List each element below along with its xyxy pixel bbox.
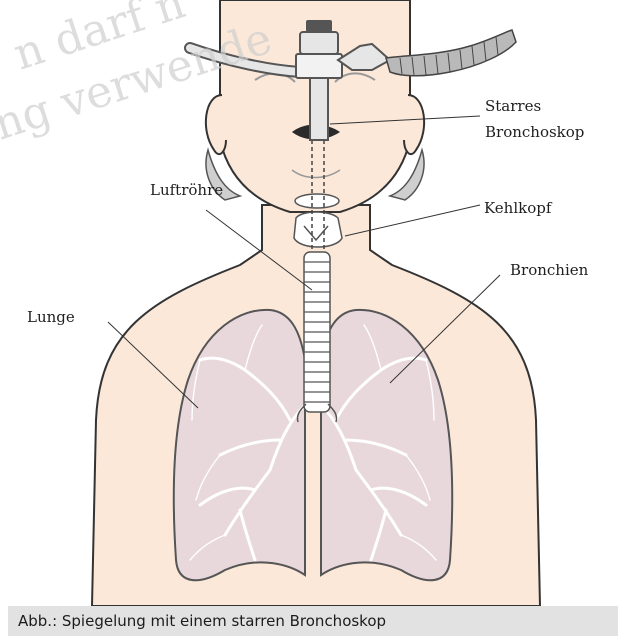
label-larynx: Kehlkopf [484, 199, 553, 217]
figure-caption: Abb.: Spiegelung mit einem starren Bronc… [8, 606, 618, 636]
label-trachea: Luftröhre [150, 181, 223, 199]
trachea [297, 252, 336, 422]
label-bronchi: Bronchien [510, 261, 589, 279]
label-bronchoscope-line1: Starres [485, 97, 541, 115]
anatomy-illustration: n darf n ng verwende Starres Bronchoskop… [0, 0, 626, 606]
label-lung: Lunge [27, 308, 75, 326]
label-bronchoscope-line2: Bronchoskop [485, 123, 584, 141]
larynx [294, 194, 342, 247]
